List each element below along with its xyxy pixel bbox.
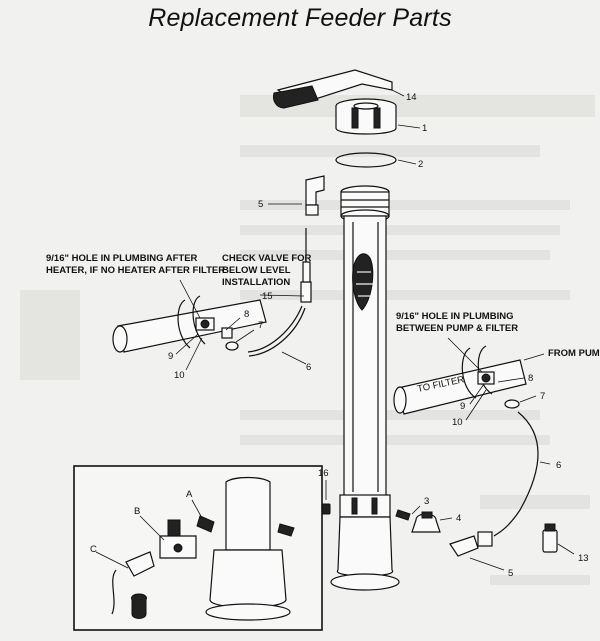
part-number-3: 3 bbox=[424, 496, 429, 507]
part-number-7-right: 7 bbox=[540, 391, 545, 402]
part-number-8-left: 8 bbox=[244, 309, 249, 320]
cap bbox=[335, 98, 421, 135]
part-number-13: 13 bbox=[578, 553, 589, 564]
feeder-tube bbox=[330, 185, 400, 591]
part-number-16: 16 bbox=[318, 468, 329, 479]
background-bleed bbox=[20, 95, 595, 585]
part-number-9-left: 9 bbox=[168, 351, 173, 362]
bottom-fittings bbox=[321, 480, 575, 571]
part-number-6-right: 6 bbox=[556, 460, 561, 471]
part-number-5-upper: 5 bbox=[258, 199, 263, 210]
left-hole-note-line2: HEATER, IF NO HEATER AFTER FILTER bbox=[46, 265, 225, 276]
right-pipe-assembly bbox=[393, 337, 551, 537]
inset-label-a: A bbox=[186, 489, 193, 500]
part-number-8-right: 8 bbox=[528, 373, 533, 384]
part-number-5-lower: 5 bbox=[508, 568, 513, 579]
part-number-6-left: 6 bbox=[306, 362, 311, 373]
right-hole-note-line2: BETWEEN PUMP & FILTER bbox=[396, 323, 518, 334]
page-title: Replacement Feeder Parts bbox=[148, 4, 452, 32]
part-number-7-left: 7 bbox=[258, 320, 263, 331]
o-ring bbox=[335, 152, 417, 168]
part-number-10-right: 10 bbox=[452, 417, 463, 428]
handle-wrench bbox=[273, 69, 405, 109]
check-valve-note-line3: INSTALLATION bbox=[222, 277, 290, 288]
from-pump-label: FROM PUMP bbox=[548, 348, 600, 359]
part-number-2: 2 bbox=[418, 159, 423, 170]
left-hole-note-line1: 9/16" HOLE IN PLUMBING AFTER bbox=[46, 253, 198, 264]
part-number-9-right: 9 bbox=[460, 401, 465, 412]
check-valve-note-line1: CHECK VALVE FOR bbox=[222, 253, 312, 264]
inset-label-b: B bbox=[134, 506, 140, 517]
check-valve-note-line2: BELOW LEVEL bbox=[222, 265, 291, 276]
part-number-4: 4 bbox=[456, 513, 461, 524]
part-number-15: 15 bbox=[262, 291, 273, 302]
right-hole-note-line1: 9/16" HOLE IN PLUMBING bbox=[396, 311, 513, 322]
callouts: 9/16" HOLE IN PLUMBING AFTER HEATER, IF … bbox=[46, 92, 600, 579]
left-pipe-assembly bbox=[112, 175, 325, 371]
detail-inset bbox=[73, 465, 323, 631]
part-number-10-left: 10 bbox=[174, 370, 185, 381]
part-number-14: 14 bbox=[406, 92, 417, 103]
inset-label-c: C bbox=[90, 544, 97, 555]
part-number-1: 1 bbox=[422, 123, 427, 134]
